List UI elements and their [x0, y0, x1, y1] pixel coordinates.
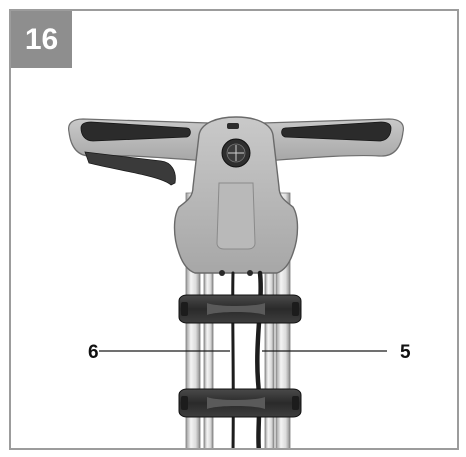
clamp-lower-end-left [181, 396, 188, 410]
clamp-upper-end-left [181, 302, 188, 316]
cable-6 [231, 271, 235, 448]
front-panel [216, 182, 256, 250]
central-housing [173, 116, 299, 276]
clamp-upper-highlight [207, 303, 265, 315]
clamp-lower-end-right [292, 396, 299, 410]
callout-label-5: 5 [400, 342, 411, 363]
clamp-lower-highlight [207, 397, 265, 409]
figure-frame: 16 6 5 [9, 9, 459, 450]
product-illustration [68, 116, 404, 448]
top-slot [227, 123, 239, 129]
cable-port-left [219, 270, 225, 276]
cable-clamp-lower [178, 388, 302, 418]
clamp-upper-end-right [292, 302, 299, 316]
callout-label-6: 6 [88, 342, 99, 363]
cable-port-right [247, 270, 253, 276]
grip-right [281, 121, 392, 142]
cable-clamp-upper [178, 294, 302, 324]
trigger-lever [84, 151, 176, 186]
grip-left [80, 121, 191, 142]
figure-number-badge: 16 [11, 11, 72, 68]
handle-bar [68, 118, 404, 186]
